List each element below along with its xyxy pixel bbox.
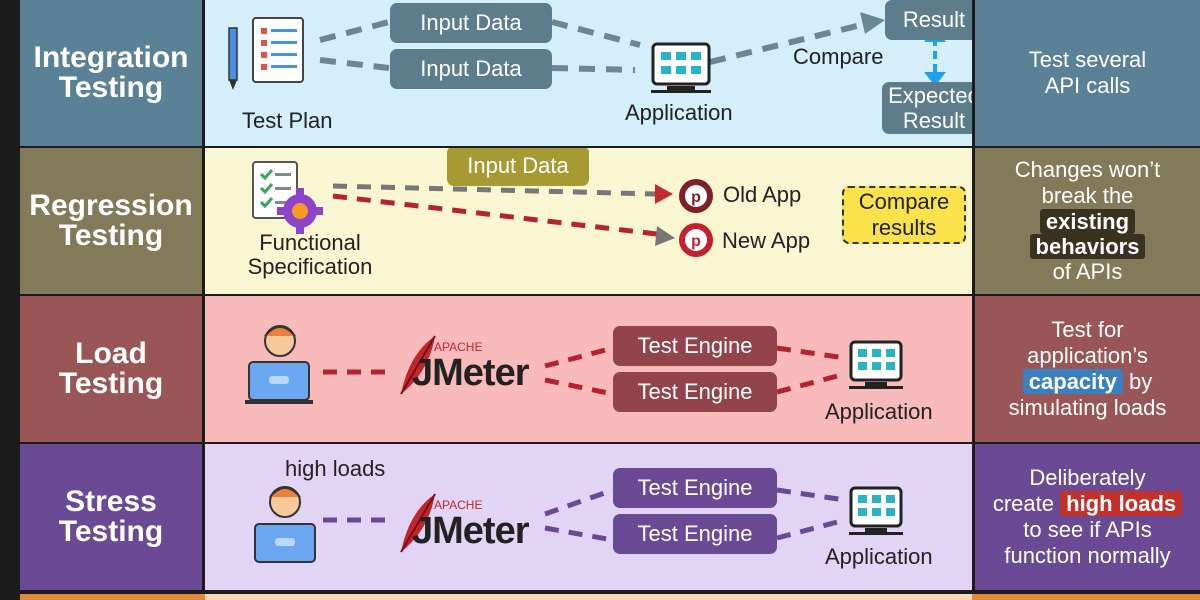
expected-line: Result <box>902 108 966 133</box>
label-line: Testing <box>58 515 164 548</box>
label-line: Stress <box>65 485 157 518</box>
stress-label: Stress Testing <box>20 444 202 590</box>
integration-description: Test several API calls <box>975 0 1200 146</box>
test-engine-box: Test Engine <box>613 514 777 554</box>
label-line: Testing <box>58 71 164 104</box>
integration-label: Integration Testing <box>20 0 202 146</box>
expected-line: Expected <box>888 83 972 108</box>
test-engine-box: Test Engine <box>613 326 777 366</box>
desc-line: application’s <box>1027 343 1148 368</box>
application-icon <box>849 486 903 535</box>
old-app-text: Old App <box>723 182 802 207</box>
desc-line: Changes won’t <box>1014 157 1161 182</box>
jmeter-feather-icon <box>400 493 436 553</box>
user-laptop-icon <box>254 486 316 563</box>
desc-line: Test several <box>1028 47 1147 72</box>
desc-line: function normally <box>1004 543 1171 568</box>
input-data-box: Input Data <box>390 3 552 43</box>
expected-result-box: Expected Result <box>882 82 972 134</box>
regression-description: Changes won’t break the existing behavio… <box>975 148 1200 294</box>
spec-line: Functional <box>259 230 361 255</box>
compare-results-box: Compare results <box>842 186 966 244</box>
arrow-head-icon <box>860 12 885 34</box>
pinterest-icon: p <box>679 179 713 213</box>
input-data-box: Input Data <box>447 148 589 186</box>
spec-line: Specification <box>247 254 373 279</box>
compare-line: results <box>871 215 937 240</box>
desc-line: simulating loads <box>1008 395 1167 420</box>
integration-arrows <box>228 12 946 93</box>
row-load: Load Testing <box>20 296 1200 442</box>
label-line: Testing <box>58 219 164 252</box>
jmeter-logo-text: JMeter <box>412 510 529 552</box>
jmeter-apache-text: APACHE <box>434 340 483 354</box>
regression-arrows: p p <box>252 161 713 257</box>
application-icon <box>849 340 903 389</box>
row-integration: Integration Testing <box>20 0 1200 146</box>
user-laptop-icon <box>245 325 313 404</box>
arrow-head-icon <box>655 226 675 246</box>
pinterest-icon: p <box>679 223 713 257</box>
next-row-strip-mid <box>205 594 972 600</box>
result-box: Result <box>885 0 972 40</box>
desc-highlight: existing <box>1039 209 1136 234</box>
stress-flow: high loads APACHE JMeter Test Engine Tes… <box>205 444 972 590</box>
stress-arrows <box>254 486 903 563</box>
arrow-head-icon <box>655 184 673 204</box>
application-text: Application <box>625 100 733 125</box>
compare-text: Compare <box>793 44 884 69</box>
integration-flow: Test Plan Input Data Input Data Applicat… <box>205 0 972 146</box>
application-icon <box>651 42 711 93</box>
load-description: Test for application’s capacity by simul… <box>975 296 1200 442</box>
label-line: Regression <box>29 189 193 222</box>
jmeter-feather-icon <box>400 335 436 395</box>
test-plan-icon <box>228 17 304 90</box>
desc-line: create high loads <box>992 491 1183 517</box>
desc-highlight: capacity <box>1022 369 1123 394</box>
compare-line: Compare <box>858 189 950 214</box>
test-engine-box: Test Engine <box>613 468 777 508</box>
regression-label: Regression Testing <box>20 148 202 294</box>
jmeter-apache-text: APACHE <box>434 498 483 512</box>
load-arrows <box>245 325 903 404</box>
gear-icon <box>277 188 323 234</box>
desc-pre: create <box>992 491 1061 516</box>
load-flow: APACHE JMeter Test Engine Test Engine Ap… <box>205 296 972 442</box>
svg-text:p: p <box>691 189 701 206</box>
desc-line: capacity by <box>1022 369 1153 395</box>
next-row-strip <box>20 594 1200 600</box>
desc-highlight: high loads <box>1060 491 1183 516</box>
desc-line: of APIs <box>1052 259 1123 284</box>
input-data-box: Input Data <box>390 49 552 89</box>
jmeter-logo-text: JMeter <box>412 352 529 394</box>
svg-text:p: p <box>691 233 701 250</box>
row-stress: Stress Testing <box>20 444 1200 590</box>
stress-description: Deliberately create high loads to see if… <box>975 444 1200 590</box>
desc-line: Deliberately <box>1029 465 1146 490</box>
application-text: Application <box>825 399 933 424</box>
test-plan-text: Test Plan <box>242 108 333 133</box>
label-line: Testing <box>58 367 164 400</box>
application-text: Application <box>825 544 933 569</box>
load-label: Load Testing <box>20 296 202 442</box>
functional-spec-text: Functional Specification <box>235 231 385 279</box>
desc-line: break the <box>1041 183 1134 208</box>
label-line: Load <box>75 337 147 370</box>
regression-flow: p p Functional Specification Input Data … <box>205 148 972 294</box>
high-loads-text: high loads <box>285 456 386 481</box>
label-line: Integration <box>33 41 189 74</box>
desc-line: to see if APIs <box>1023 517 1152 542</box>
desc-by: by <box>1122 369 1153 394</box>
new-app-text: New App <box>722 228 811 253</box>
row-regression: Regression Testing <box>20 148 1200 294</box>
test-engine-box: Test Engine <box>613 372 777 412</box>
desc-highlight: behaviors <box>1029 234 1146 259</box>
desc-line: Test for <box>1051 317 1124 342</box>
desc-line: API calls <box>1044 73 1131 98</box>
